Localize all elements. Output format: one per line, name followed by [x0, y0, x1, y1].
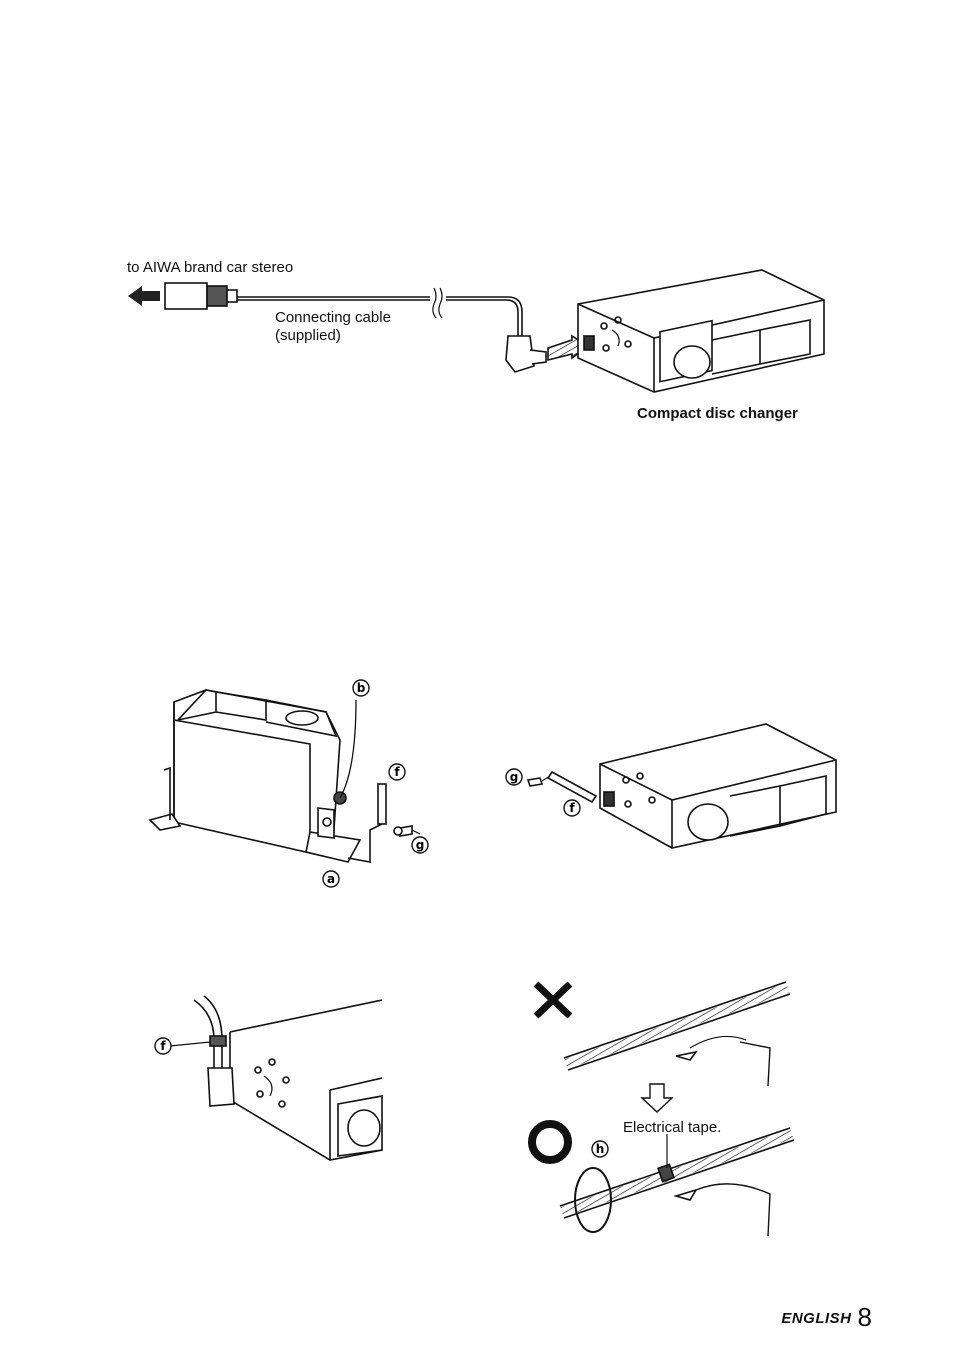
cable: [194, 1000, 214, 1068]
cable-label-line2: (supplied): [275, 327, 391, 345]
screw: [528, 778, 542, 786]
correct-o-icon: [532, 1124, 568, 1160]
arrow-left-icon: [128, 286, 160, 306]
electrical-tape-label: Electrical tape.: [623, 1119, 721, 1136]
callout-f-3: f: [160, 1039, 166, 1053]
clamp-strap: [378, 784, 386, 824]
figure-cable-clamped: [170, 996, 382, 1160]
cable-label-line1: Connecting cable: [275, 309, 391, 327]
cd-changer-unit: [578, 270, 824, 392]
cable-label: Connecting cable (supplied): [275, 309, 391, 345]
callout-g: g: [416, 838, 425, 852]
figure-bracket-mount: [150, 690, 420, 862]
right-angle-plug: [506, 336, 534, 372]
clamp-strap-horizontal: [548, 772, 596, 802]
incorrect-x-icon: [536, 984, 570, 1016]
changer-label: Compact disc changer: [637, 405, 798, 422]
stereo-destination-label: to AIWA brand car stereo: [127, 259, 293, 276]
plug-connector: [165, 283, 207, 309]
figure-connection: [128, 270, 824, 392]
callout-h: h: [596, 1142, 605, 1156]
down-arrow-icon: [642, 1084, 672, 1112]
callout-f: f: [394, 765, 400, 779]
callout-markers-fig4: f: [155, 1038, 171, 1054]
callout-markers-fig3: g f: [506, 769, 580, 816]
callout-markers-fig5: h: [592, 1141, 608, 1157]
footer-language: ENGLISH: [781, 1310, 851, 1327]
figure-strap-attach: [528, 724, 836, 848]
page-number: 8: [858, 1302, 872, 1332]
callout-f-2: f: [569, 801, 575, 815]
figure-wiring: [532, 982, 794, 1236]
strap-clip: [210, 1036, 226, 1046]
callout-g-2: g: [510, 770, 519, 784]
page-footer: ENGLISH 8: [781, 1302, 872, 1333]
callout-b: b: [357, 681, 366, 695]
callout-a: a: [327, 872, 335, 886]
